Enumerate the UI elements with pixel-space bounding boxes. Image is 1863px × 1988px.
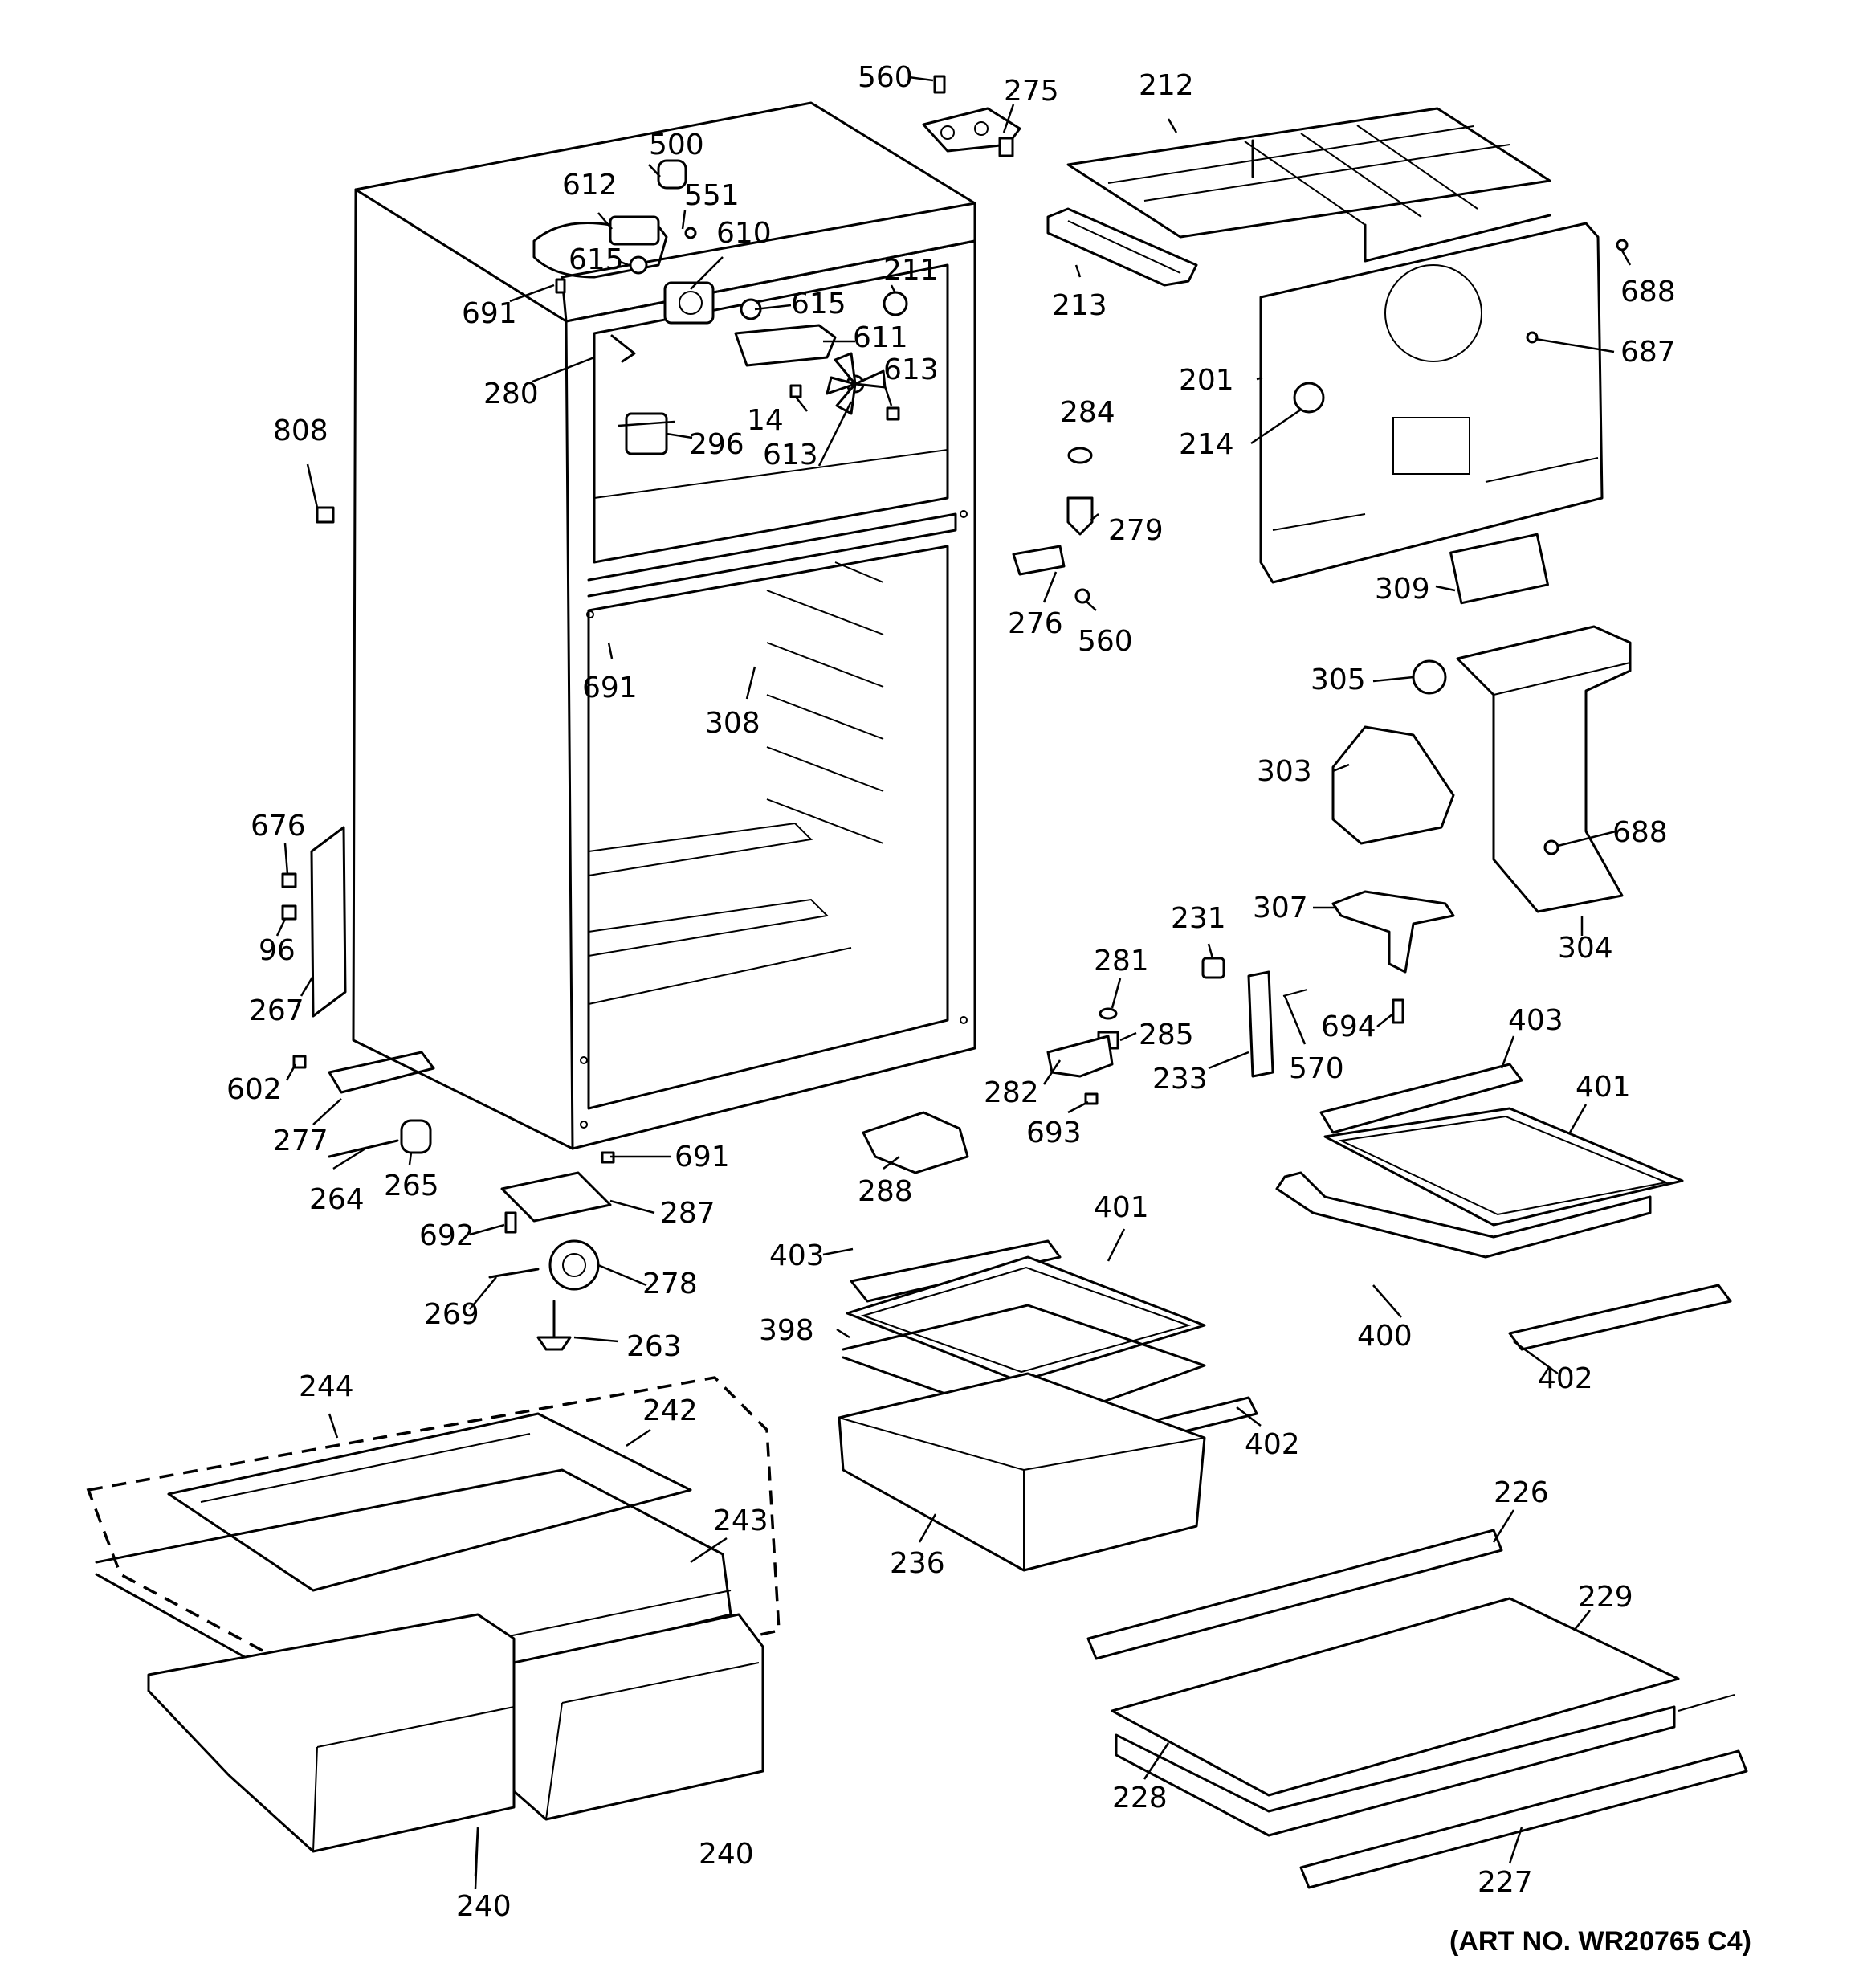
callout-227: 227 [1478,1866,1533,1899]
wire-shelf [1066,107,1551,263]
air-duct [1331,625,1632,974]
callout-285: 285 [1139,1018,1194,1051]
callout-693: 693 [1026,1116,1082,1149]
callout-691: 691 [675,1141,730,1174]
callout-403: 403 [769,1239,825,1272]
callout-267: 267 [249,994,304,1027]
callout-676: 676 [251,810,306,843]
callout-labels: 560 275 212 500 612 551 610 615 211 615 … [226,61,1676,1923]
callout-226: 226 [1494,1476,1549,1509]
art-number: (ART NO. WR20765 C4) [1449,1926,1751,1957]
callout-240: 240 [699,1838,754,1871]
callout-244: 244 [299,1370,354,1403]
callout-602: 602 [226,1073,282,1106]
callout-269: 269 [424,1298,479,1331]
right-shelf-assembly [1275,1063,1732,1351]
callout-277: 277 [273,1125,328,1157]
damper-parts [1012,447,1094,604]
callout-233: 233 [1152,1063,1208,1096]
callout-296: 296 [689,428,744,461]
part-288 [862,1111,969,1174]
callout-694: 694 [1321,1010,1376,1043]
callout-263: 263 [626,1330,682,1363]
callout-551: 551 [684,179,740,212]
callout-611: 611 [853,321,908,354]
callout-265: 265 [384,1170,439,1202]
callout-236: 236 [890,1547,945,1580]
callout-276: 276 [1008,607,1063,640]
leader-lines [275,76,1632,1890]
callout-691: 691 [582,672,638,704]
side-parts [281,506,615,1351]
part-309 [1449,533,1549,605]
callout-212: 212 [1139,69,1194,102]
callout-284: 284 [1060,396,1115,429]
callout-688: 688 [1620,276,1676,308]
callout-309: 309 [1375,573,1430,606]
callout-201: 201 [1179,364,1234,397]
callout-278: 278 [642,1268,698,1300]
callout-304: 304 [1558,932,1613,965]
bottom-shelf-assembly [1086,1529,1748,1889]
callout-264: 264 [309,1183,365,1216]
callout-229: 229 [1578,1581,1633,1614]
callout-613: 613 [763,439,818,471]
callout-615: 615 [791,288,846,320]
callout-560: 560 [1078,625,1133,658]
callout-403: 403 [1508,1004,1563,1037]
callout-96: 96 [259,934,296,967]
callout-560: 560 [858,61,913,94]
callout-402: 402 [1538,1362,1593,1395]
callout-231: 231 [1171,902,1226,935]
callout-213: 213 [1052,289,1107,322]
callout-211: 211 [883,254,939,287]
callout-242: 242 [642,1394,698,1427]
callout-688: 688 [1612,816,1668,849]
callout-305: 305 [1311,663,1366,696]
callout-612: 612 [562,169,618,202]
callout-275: 275 [1004,75,1059,108]
callout-570: 570 [1289,1052,1344,1085]
callout-500: 500 [649,129,704,161]
callout-692: 692 [419,1219,475,1252]
hinge-center-parts [1046,957,1404,1105]
cabinet [352,101,976,1150]
control-cluster [532,159,908,455]
callout-243: 243 [713,1504,768,1537]
callout-282: 282 [984,1076,1039,1109]
callout-613: 613 [883,353,939,386]
crisper-assembly [838,1239,1258,1572]
callout-287: 287 [660,1197,715,1230]
callout-398: 398 [759,1314,814,1347]
callout-307: 307 [1253,892,1308,925]
callout-808: 808 [273,414,328,447]
callout-281: 281 [1094,945,1149,978]
callout-401: 401 [1576,1071,1631,1104]
callout-228: 228 [1112,1782,1168,1815]
callout-401: 401 [1094,1191,1149,1224]
callout-400: 400 [1357,1320,1413,1353]
callout-308: 308 [705,707,760,740]
callout-402: 402 [1245,1428,1300,1461]
callout-280: 280 [483,378,539,410]
callout-214: 214 [1179,428,1234,461]
callout-14: 14 [747,404,784,437]
hinge-top [922,75,1021,157]
callout-615: 615 [569,243,624,276]
callout-240: 240 [456,1890,512,1923]
evaporator-cover [1259,222,1629,584]
ice-tray [1046,207,1198,287]
pan-cover-assembly [86,1376,781,1853]
callout-687: 687 [1620,336,1676,369]
callout-691: 691 [462,297,517,330]
callout-303: 303 [1257,755,1312,788]
callout-610: 610 [716,217,772,250]
callout-288: 288 [858,1175,913,1208]
callout-279: 279 [1108,514,1164,547]
